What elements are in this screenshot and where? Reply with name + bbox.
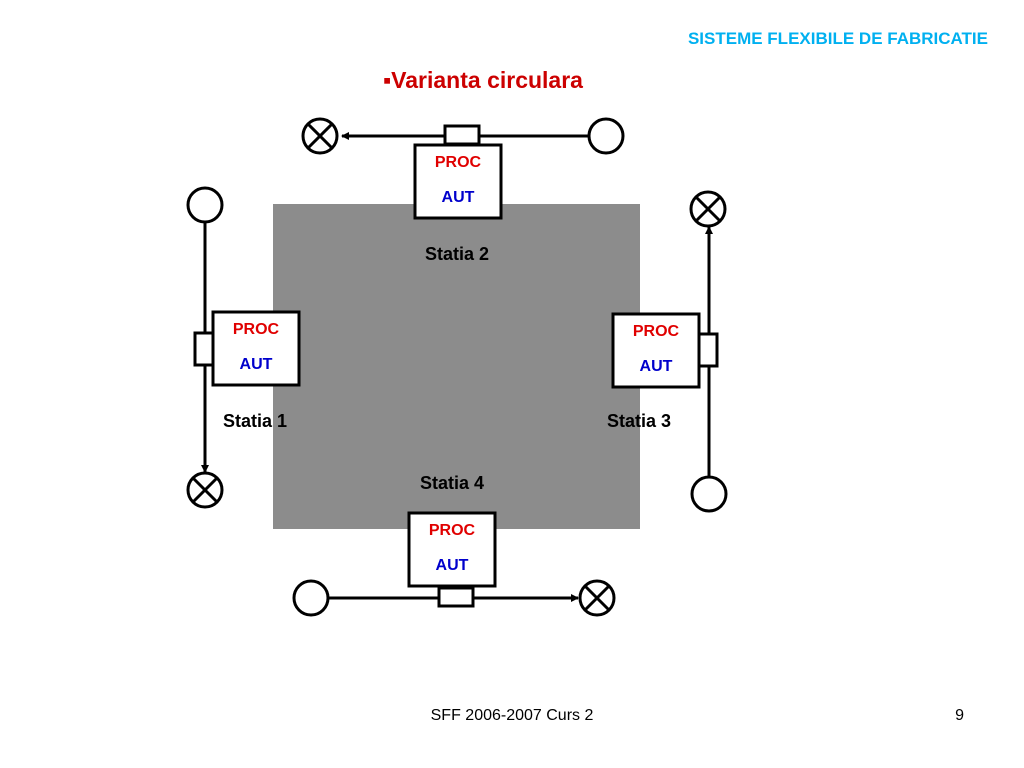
input-circle-icon <box>587 117 625 155</box>
station-box <box>413 143 503 220</box>
crossed-circle-icon <box>186 471 224 509</box>
footer-text: SFF 2006-2007 Curs 2 <box>430 707 594 724</box>
crossed-circle-icon <box>689 190 727 228</box>
station-4-name: Statia 4 <box>419 473 485 493</box>
station-1-name: Statia 1 <box>222 411 288 431</box>
station-box <box>611 312 701 389</box>
crossed-circle-icon <box>578 579 616 617</box>
header-title: SISTEME FLEXIBILE DE FABRICATIE <box>687 29 988 48</box>
station-2-name: Statia 2 <box>424 244 490 264</box>
station-4-proc-label: PROC <box>428 522 476 539</box>
station-2-proc-label: PROC <box>434 154 482 171</box>
input-circle-icon <box>292 579 330 617</box>
central-block <box>273 204 640 529</box>
station-box <box>407 511 497 588</box>
station-1-proc-label: PROC <box>232 321 280 338</box>
station-3 <box>611 190 728 513</box>
crossed-circle-icon <box>301 117 339 155</box>
station-2-aut-label: AUT <box>441 189 475 206</box>
coupling-block <box>193 331 215 367</box>
station-1 <box>186 186 301 509</box>
station-4-aut-label: AUT <box>435 557 469 574</box>
station-3-name: Statia 3 <box>606 411 672 431</box>
station-box <box>211 310 301 387</box>
input-circle-icon <box>690 475 728 513</box>
station-2 <box>301 117 625 220</box>
station-3-proc-label: PROC <box>632 323 680 340</box>
station-1-aut-label: AUT <box>239 356 273 373</box>
input-circle-icon <box>186 186 224 224</box>
station-4 <box>292 511 616 617</box>
coupling-block <box>697 332 719 368</box>
station-3-aut-label: AUT <box>639 358 673 375</box>
slide-title: ▪Varianta circulara <box>383 67 583 93</box>
coupling-block <box>437 586 475 608</box>
coupling-block <box>443 124 481 146</box>
page-number: 9 <box>955 707 964 724</box>
